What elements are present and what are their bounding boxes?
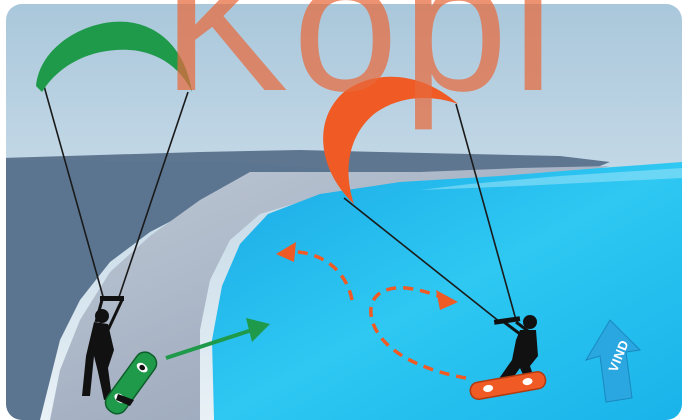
kitesurf-illustration: [0, 0, 682, 420]
